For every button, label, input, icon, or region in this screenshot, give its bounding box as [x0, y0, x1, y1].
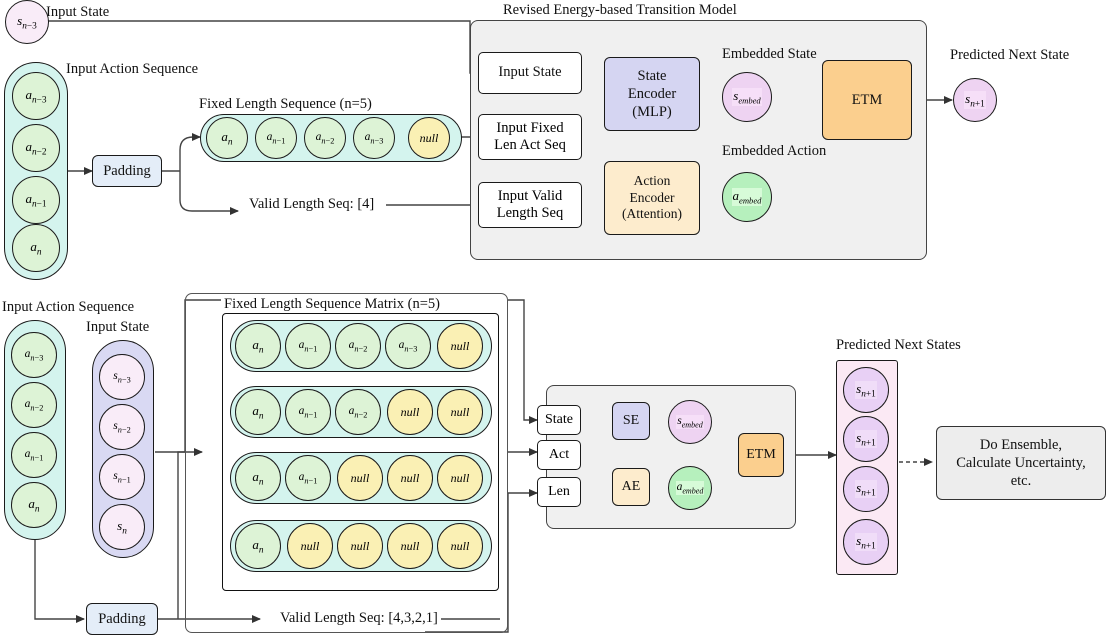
- matrix-cell: an−1: [285, 455, 331, 501]
- input-state-box-label: Input State: [498, 64, 562, 81]
- ensemble-box-label: Do Ensemble,Calculate Uncertainty,etc.: [956, 436, 1086, 490]
- bottom-action-seq-label: Input Action Sequence: [2, 299, 135, 315]
- action-node: an−3: [11, 332, 57, 378]
- matrix-outer-box: [185, 293, 508, 633]
- etm-box[interactable]: ETM: [822, 60, 912, 140]
- bottom-input-state-label: Input State: [86, 319, 150, 335]
- predicted-next-state-label: Predicted Next State: [950, 47, 1070, 63]
- matrix-cell: an: [235, 455, 281, 501]
- s-embed-label: sembed: [732, 88, 762, 106]
- matrix-cell: an: [235, 323, 281, 369]
- action-node: an−2: [12, 124, 60, 172]
- matrix-label: Fixed Length Sequence Matrix (n=5): [221, 296, 443, 313]
- matrix-cell-null: null: [387, 523, 433, 569]
- action-node: an−1: [12, 176, 60, 224]
- etm-label: ETM: [851, 91, 883, 108]
- model-title: Revised Energy-based Transition Model: [503, 2, 737, 18]
- state-node: sn−1: [99, 454, 145, 500]
- matrix-cell-null: null: [337, 523, 383, 569]
- ae-box[interactable]: AE: [612, 468, 650, 506]
- fixed-seq-node: an−1: [255, 117, 297, 159]
- state-node: sn: [99, 504, 145, 550]
- predicted-state-node: sn+1: [843, 466, 889, 512]
- predicted-state-node: sn+1: [843, 367, 889, 413]
- predicted-next-states-label: Predicted Next States: [836, 337, 961, 353]
- predicted-next-state-node: sn+1: [953, 78, 997, 122]
- matrix-cell-null: null: [437, 323, 483, 369]
- bottom-valid-length-label: Valid Length Seq: [4,3,2,1]: [277, 610, 441, 627]
- s-embed-node: sembed: [722, 72, 772, 122]
- matrix-cell: an−3: [385, 323, 431, 369]
- action-node: an−2: [11, 382, 57, 428]
- action-node: an−1: [11, 432, 57, 478]
- bottom-padding-box[interactable]: Padding: [86, 603, 158, 635]
- top-action-seq-label: Input Action Sequence: [66, 61, 199, 77]
- bottom-a-embed-node: aembed: [668, 466, 712, 510]
- matrix-cell-null: null: [387, 455, 433, 501]
- matrix-cell-null: null: [437, 389, 483, 435]
- action-node: an: [11, 482, 57, 528]
- matrix-inner-box: [222, 313, 499, 591]
- fixed-seq-node: an: [206, 117, 248, 159]
- matrix-cell-null: null: [437, 455, 483, 501]
- state-node: sn−2: [99, 404, 145, 450]
- node-label: sn−3: [17, 12, 37, 32]
- bottom-s-embed-node: sembed: [668, 400, 712, 444]
- state-node: sn−3: [99, 354, 145, 400]
- predicted-state-node: sn+1: [843, 416, 889, 462]
- a-embed-node: aembed: [722, 172, 772, 222]
- len-input-box[interactable]: Len: [537, 477, 581, 507]
- matrix-cell-null: null: [387, 389, 433, 435]
- act-input-label: Act: [548, 447, 570, 462]
- input-state-box[interactable]: Input State: [478, 52, 582, 94]
- act-input-box[interactable]: Act: [537, 440, 581, 470]
- matrix-cell: an−1: [285, 389, 331, 435]
- se-box[interactable]: SE: [612, 402, 650, 440]
- top-input-state-node: sn−3: [5, 0, 49, 44]
- a-embed-label: aembed: [731, 188, 763, 206]
- matrix-cell: an: [235, 389, 281, 435]
- matrix-cell: an−2: [335, 323, 381, 369]
- embedded-action-label: Embedded Action: [722, 143, 827, 159]
- fixed-seq-null-node: null: [408, 117, 450, 159]
- ensemble-box[interactable]: Do Ensemble,Calculate Uncertainty,etc.: [936, 426, 1106, 500]
- embedded-state-label: Embedded State: [722, 46, 817, 62]
- predicted-state-node: sn+1: [843, 519, 889, 565]
- top-valid-length-label: Valid Length Seq: [4]: [249, 196, 375, 212]
- matrix-cell: an−2: [335, 389, 381, 435]
- matrix-cell-null: null: [337, 455, 383, 501]
- fixed-seq-node: an−3: [353, 117, 395, 159]
- fixed-length-sequence-label: Fixed Length Sequence (n=5): [199, 96, 372, 112]
- action-node: an: [12, 224, 60, 272]
- matrix-cell: an: [235, 523, 281, 569]
- matrix-cell: an−1: [285, 323, 331, 369]
- matrix-cell-null: null: [437, 523, 483, 569]
- top-input-state-label: Input State: [46, 4, 110, 20]
- action-node: an−3: [12, 72, 60, 120]
- len-input-label: Len: [548, 484, 570, 499]
- state-input-label: State: [545, 412, 573, 427]
- matrix-cell-null: null: [287, 523, 333, 569]
- fixed-seq-node: an−2: [304, 117, 346, 159]
- bottom-etm-box[interactable]: ETM: [738, 433, 784, 477]
- state-input-box[interactable]: State: [537, 405, 581, 435]
- top-padding-box[interactable]: Padding: [92, 155, 162, 187]
